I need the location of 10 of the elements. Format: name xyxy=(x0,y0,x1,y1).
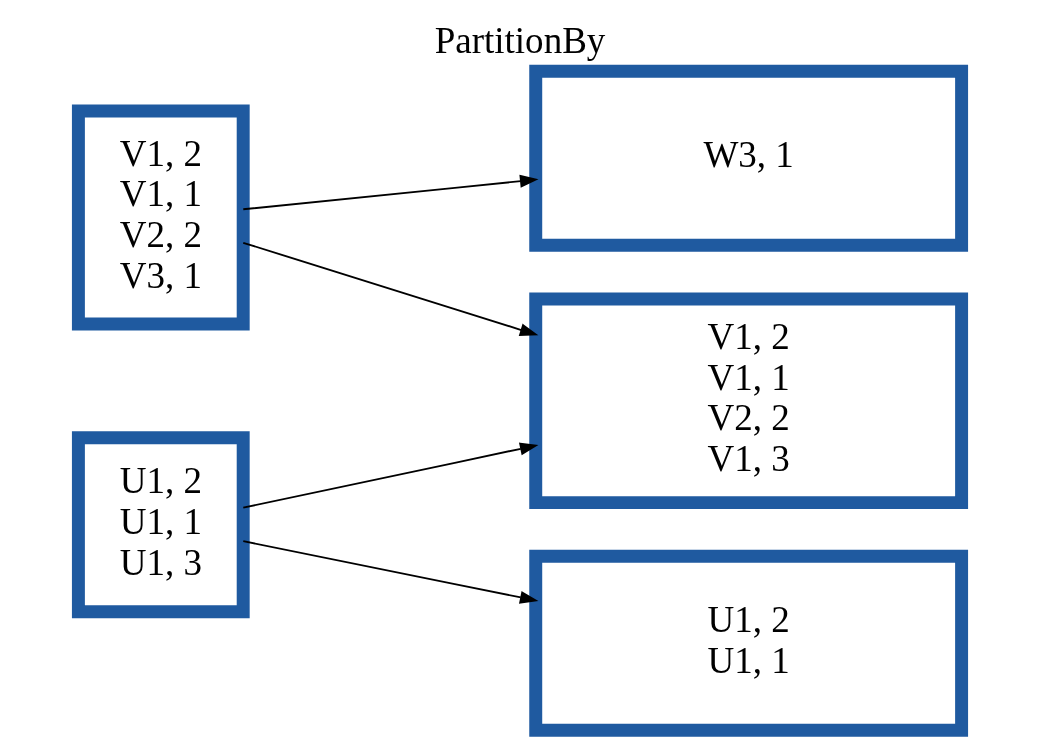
diagram-title: PartitionBy xyxy=(434,19,606,61)
arrow xyxy=(242,442,539,509)
arrow xyxy=(242,241,539,336)
node-box: V1, 2 V1, 1 V2, 2 V1, 3 xyxy=(529,292,969,510)
node-box: W3, 1 xyxy=(529,64,969,252)
arrow xyxy=(242,174,539,211)
node-box: U1, 2 U1, 1 U1, 3 xyxy=(71,431,250,619)
arrow xyxy=(242,540,539,604)
node-box: U1, 2 U1, 1 xyxy=(529,549,969,737)
node-box: V1, 2 V1, 1 V2, 2 V3, 1 xyxy=(71,104,250,331)
